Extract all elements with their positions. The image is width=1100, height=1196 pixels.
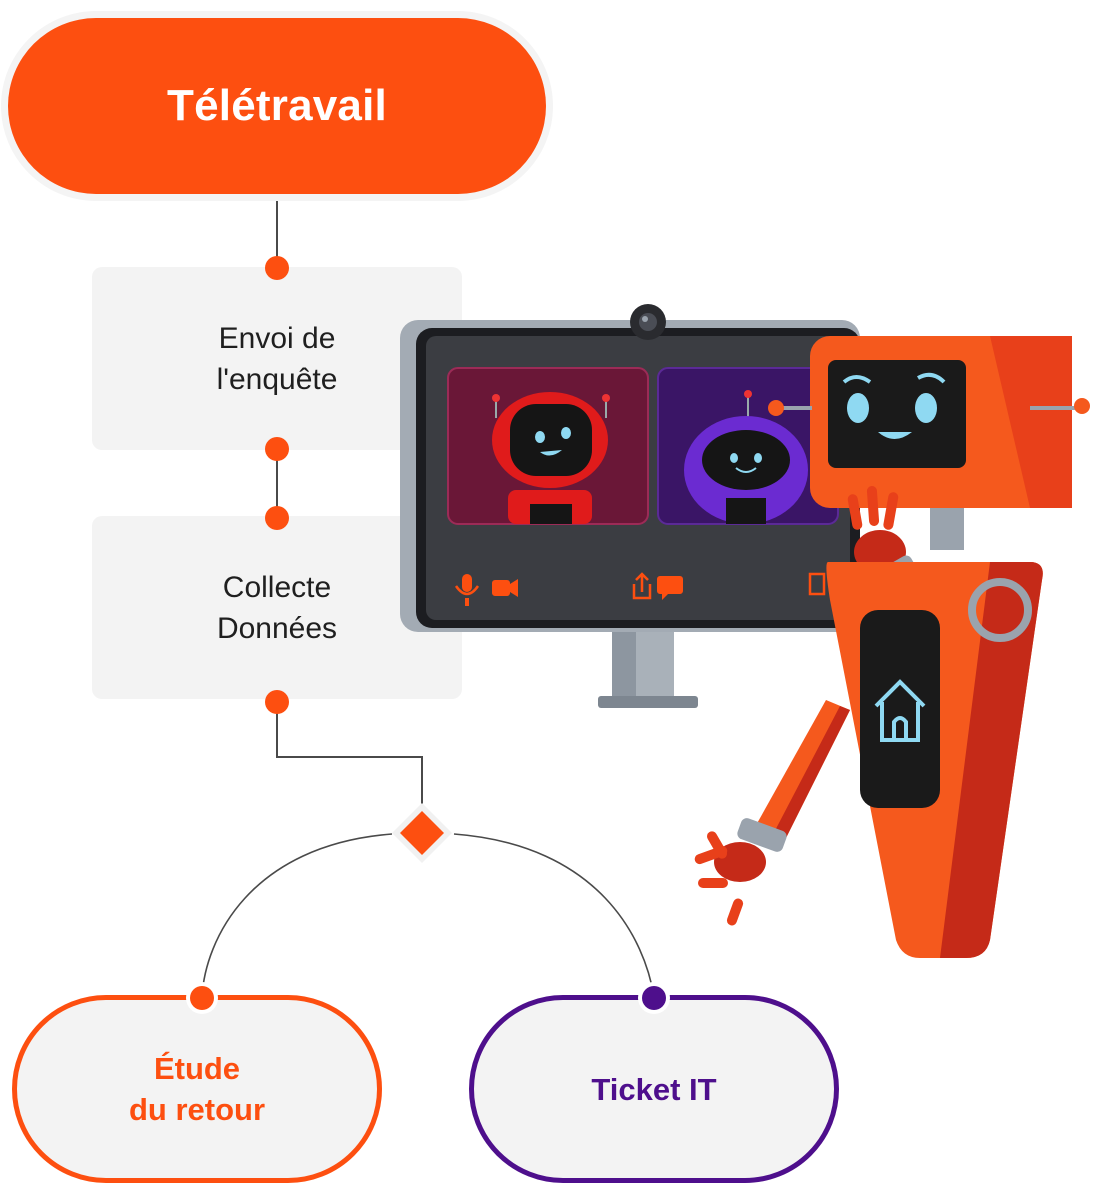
root-node-label: Télétravail: [167, 81, 387, 130]
video-camera-icon: [492, 579, 518, 597]
robot-body: [826, 562, 1043, 958]
outcome-node-label: Étude du retour: [128, 1051, 266, 1127]
outcome-node-ticket: Ticket IT: [469, 995, 839, 1183]
outcome-node-etude: Étude du retour: [12, 995, 382, 1183]
outcome-node-label: Ticket IT: [591, 1071, 717, 1107]
connector-dot: [265, 437, 289, 461]
connector-dot-purple: [642, 986, 666, 1010]
robot-head: [768, 336, 1090, 508]
connector-dot: [265, 506, 289, 530]
decision-diamond: [392, 803, 452, 863]
connector-dot: [190, 986, 214, 1010]
robot-arm: [694, 700, 850, 926]
house-icon: [874, 679, 926, 742]
microphone-icon: [454, 574, 480, 606]
root-node-teletravail: Télétravail: [8, 18, 546, 194]
share-icon: [632, 572, 652, 600]
monitor-base: [598, 696, 698, 708]
exit-icon: [808, 572, 826, 596]
connector-dot: [265, 256, 289, 280]
video-call-monitor-illustration: [400, 304, 860, 708]
webcam-icon: [630, 304, 666, 340]
step-node-label: Collecte Données: [216, 570, 338, 645]
connector-decision-to-etude: [201, 833, 393, 998]
connector-decision-to-ticket: [453, 833, 655, 998]
step-node-label: Envoi de l'enquête: [216, 321, 338, 396]
orange-robot-illustration: [694, 336, 1090, 958]
connector-dot: [265, 690, 289, 714]
connector-collecte-to-decision: [276, 702, 423, 808]
video-tile-red-robot: [447, 367, 649, 525]
chat-icon: [657, 576, 683, 600]
